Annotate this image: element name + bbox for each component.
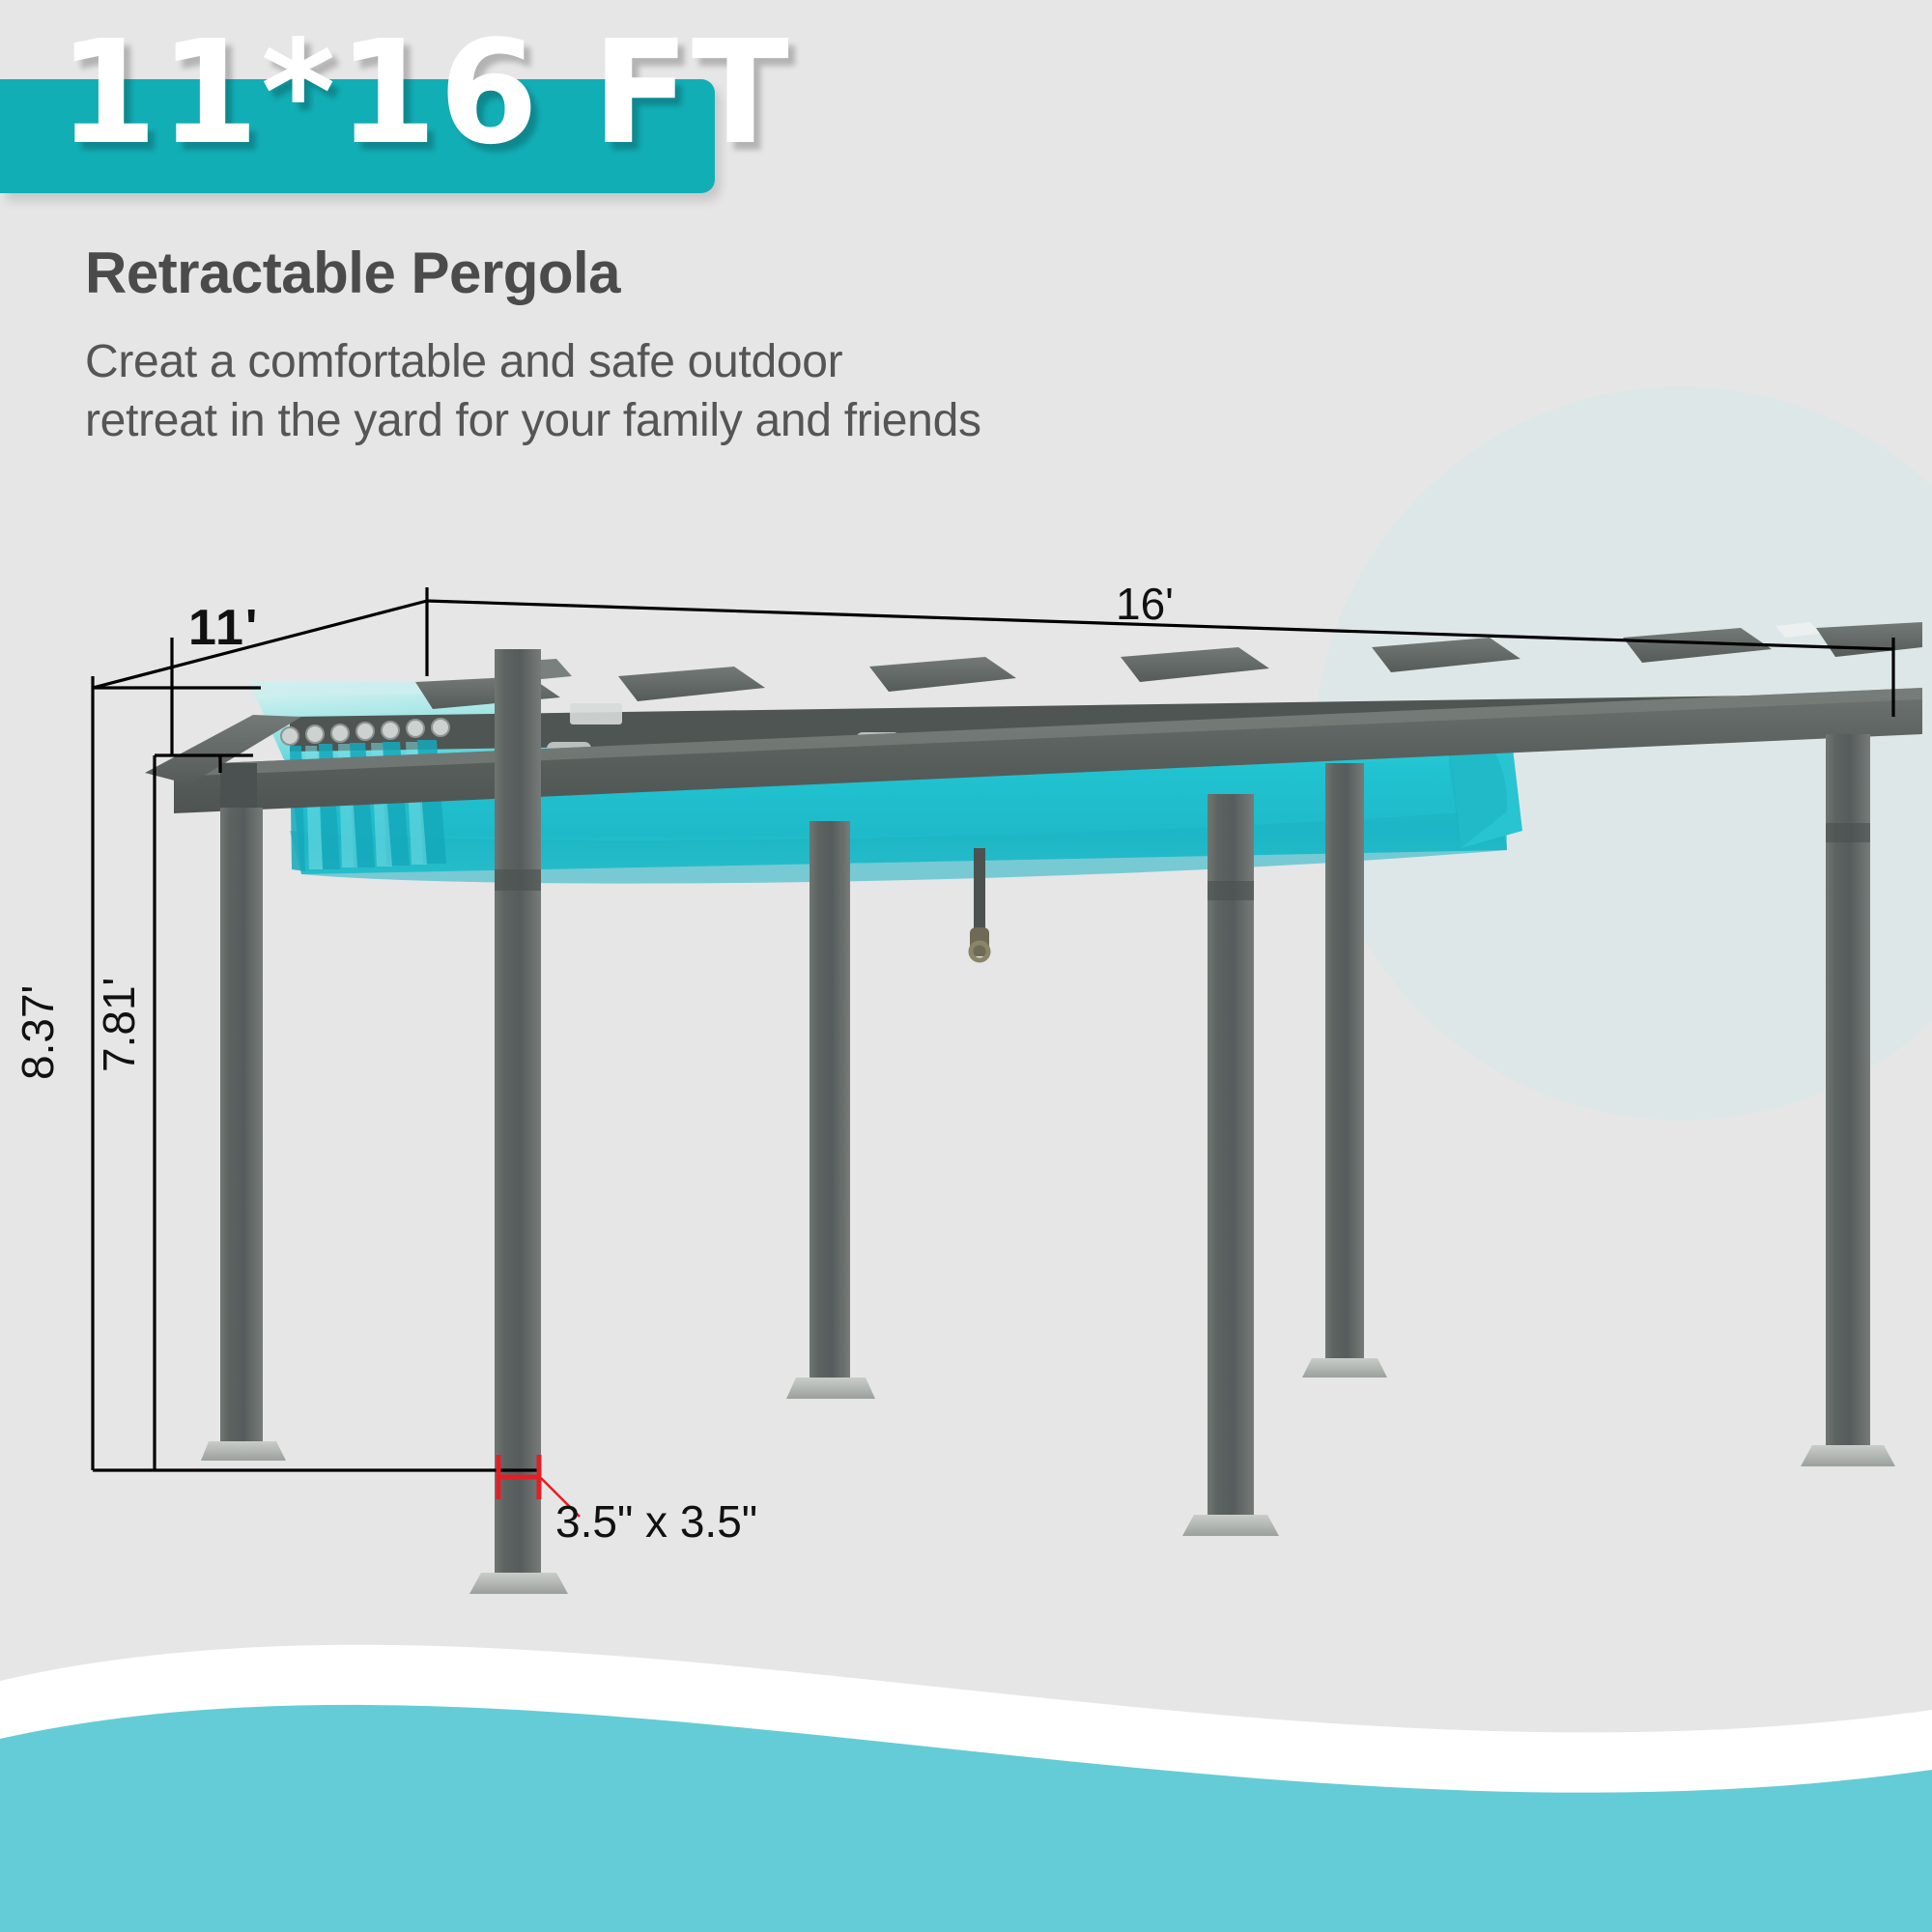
page-title: Retractable Pergola [85, 241, 621, 305]
dimension-label-post-size: 3.5" x 3.5" [555, 1496, 758, 1547]
post-rear-right [1302, 763, 1387, 1378]
size-badge-label: 11*16 FT [58, 10, 791, 176]
canopy-pull-strap [968, 848, 991, 963]
dimension-label-overall-height: 8.37' [13, 984, 63, 1080]
size-badge-bar [0, 79, 715, 193]
post-front-left [469, 649, 568, 1594]
post-right-center [1182, 794, 1279, 1536]
post-size-leader-line [540, 1477, 581, 1518]
post-size-callout-marker [496, 1455, 542, 1499]
dimension-lines [91, 587, 1895, 1472]
beam-label-plate [570, 703, 622, 724]
bottom-wave-decoration [0, 1644, 1932, 1932]
dimension-label-width: 16' [1116, 579, 1174, 629]
page-subtitle: Creat a comfortable and safe outdoor ret… [85, 336, 981, 446]
post-far-right [1801, 734, 1895, 1466]
post-left-front [201, 808, 286, 1461]
post-middle [786, 821, 875, 1399]
dimension-label-clearance-height: 7.81' [94, 977, 144, 1072]
dimension-label-depth: 11' [188, 600, 260, 656]
